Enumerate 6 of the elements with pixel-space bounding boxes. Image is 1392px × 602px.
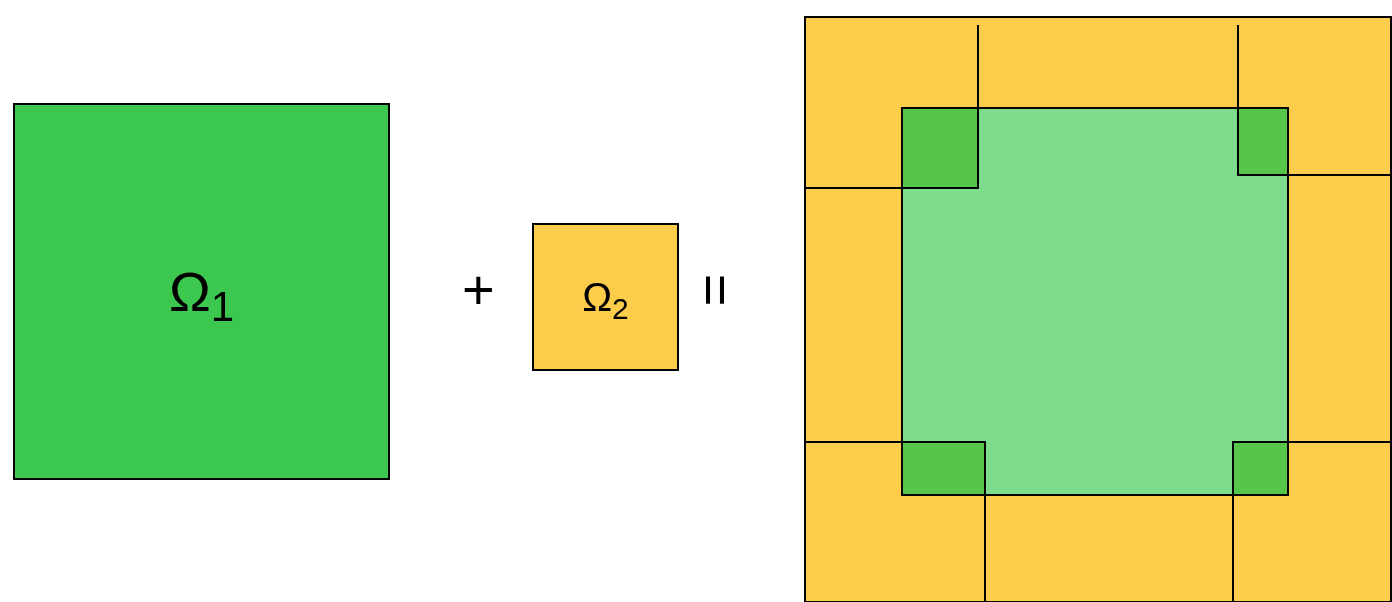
operator-sign: + [462, 262, 495, 318]
region-label: Ω$_{1}$ [168, 258, 235, 332]
square-region [13, 103, 390, 480]
operator-sign: = [688, 273, 745, 307]
region-label: Ω$_{2}$ [582, 274, 629, 327]
square-region [532, 223, 679, 371]
